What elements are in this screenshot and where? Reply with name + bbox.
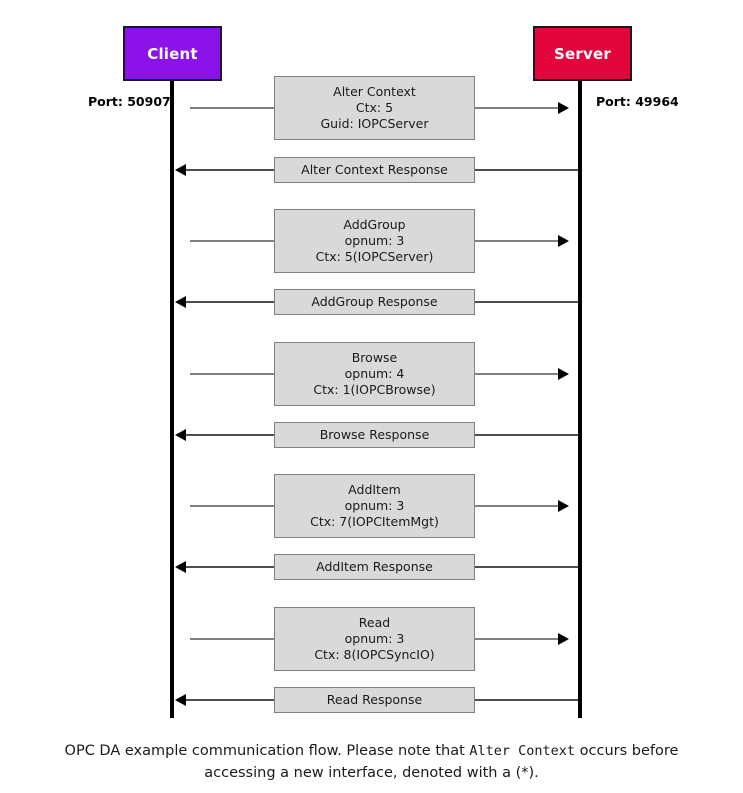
connector-line-right — [475, 240, 558, 242]
arrow-head-left-icon — [175, 561, 186, 573]
message-line: Read — [358, 615, 391, 630]
message-line: Ctx: 5(IOPCServer) — [315, 249, 434, 264]
connector-line-right — [475, 107, 558, 109]
connector-line-left — [184, 169, 274, 171]
connector-line-left — [184, 566, 274, 568]
connector-line-left — [184, 434, 274, 436]
server-lifeline — [578, 81, 582, 718]
server-port-label: Port: 49964 — [596, 94, 679, 109]
caption-mono-term: Alter Context — [469, 743, 576, 759]
connector-line-left — [190, 107, 274, 109]
connector-line-right — [475, 699, 578, 701]
connector-line-right — [475, 505, 558, 507]
message-line: AddGroup — [343, 217, 406, 232]
connector-line-right — [475, 434, 578, 436]
message-line: Ctx: 5 — [355, 100, 394, 115]
arrow-head-left-icon — [175, 164, 186, 176]
message-line: Ctx: 8(IOPCSyncIO) — [314, 647, 435, 662]
connector-line-left — [184, 699, 274, 701]
client-lifeline — [170, 81, 174, 718]
message-box-additem-response[interactable]: AddItem Response — [274, 554, 475, 580]
arrow-head-left-icon — [175, 296, 186, 308]
message-line: Alter Context Response — [301, 162, 448, 177]
connector-line-left — [190, 373, 274, 375]
connector-line-left — [184, 301, 274, 303]
message-line: opnum: 3 — [344, 498, 405, 513]
connector-line-right — [475, 638, 558, 640]
arrow-head-right-icon — [558, 102, 569, 114]
message-line: opnum: 3 — [344, 631, 405, 646]
message-line: Browse Response — [319, 427, 430, 442]
connector-line-left — [190, 505, 274, 507]
connector-line-right — [475, 301, 578, 303]
client-port-label: Port: 50907 — [88, 94, 171, 109]
message-box-addgroup-response[interactable]: AddGroup Response — [274, 289, 475, 315]
message-box-alter-context-response[interactable]: Alter Context Response — [274, 157, 475, 183]
message-line: AddItem Response — [316, 559, 433, 574]
connector-line-right — [475, 373, 558, 375]
arrow-head-right-icon — [558, 500, 569, 512]
arrow-head-right-icon — [558, 633, 569, 645]
caption-part2: occurs before accessing a new interface,… — [204, 743, 679, 781]
arrow-head-right-icon — [558, 235, 569, 247]
message-line: Browse — [351, 350, 398, 365]
message-line: Alter Context — [333, 84, 416, 99]
diagram-caption: OPC DA example communication flow. Pleas… — [40, 740, 703, 784]
message-line: Guid: IOPCServer — [320, 116, 429, 131]
message-line: AddItem — [348, 482, 401, 497]
message-line: Ctx: 1(IOPCBrowse) — [313, 382, 436, 397]
actor-server-box: Server — [533, 26, 632, 81]
message-line: Ctx: 7(IOPCItemMgt) — [310, 514, 439, 529]
actor-server-label: Server — [554, 44, 611, 63]
message-box-read-response[interactable]: Read Response — [274, 687, 475, 713]
message-line: Read Response — [326, 692, 423, 707]
message-box-browse-response[interactable]: Browse Response — [274, 422, 475, 448]
message-line: AddGroup Response — [311, 294, 438, 309]
connector-line-left — [190, 240, 274, 242]
actor-client-label: Client — [147, 44, 198, 63]
arrow-head-right-icon — [558, 368, 569, 380]
message-line: opnum: 4 — [344, 366, 405, 381]
connector-line-left — [190, 638, 274, 640]
connector-line-right — [475, 566, 578, 568]
actor-client-box: Client — [123, 26, 222, 81]
arrow-head-left-icon — [175, 694, 186, 706]
caption-part1: OPC DA example communication flow. Pleas… — [64, 743, 470, 759]
message-line: opnum: 3 — [344, 233, 405, 248]
arrow-head-left-icon — [175, 429, 186, 441]
connector-line-right — [475, 169, 578, 171]
